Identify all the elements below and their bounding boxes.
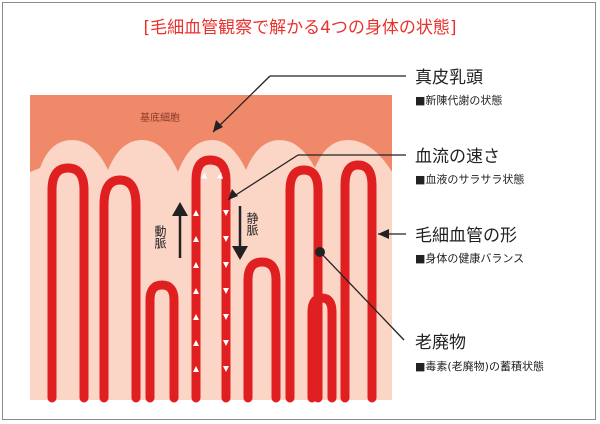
epidermis-layer	[30, 95, 392, 172]
vein-indicator: 静脈	[232, 206, 259, 260]
leader-arrowhead	[213, 120, 223, 132]
callout-detail: ■血液のサラサラ状態	[415, 172, 524, 186]
capillary-loop-main	[191, 155, 231, 403]
callout-detail: ■身体の健康バランス	[415, 251, 524, 265]
artery-label: 動脈	[153, 225, 167, 250]
artery-indicator: 動脈	[153, 202, 188, 258]
leader-arrowhead	[228, 189, 238, 200]
capillary-loop	[99, 175, 141, 403]
leader-arrowhead	[378, 229, 389, 239]
callout-heading: 真皮乳頭	[415, 68, 483, 88]
capillary-loop	[243, 257, 281, 403]
callout-heading: 老廃物	[415, 333, 466, 353]
capillary-loop	[340, 160, 377, 403]
callout-heading: 毛細血管の形	[415, 226, 517, 246]
callout-heading: 血流の速さ	[415, 147, 500, 167]
capillary-loop	[145, 280, 179, 403]
callout-detail: ■毒素(老廃物)の蓄積状態	[415, 359, 544, 373]
page-title: [毛細血管観察で解かる4つの身体の状態]	[143, 18, 456, 38]
capillary-loop	[307, 293, 337, 403]
flow-arrows	[193, 172, 229, 372]
epidermis-label: 基底細胞	[140, 111, 180, 124]
vein-label: 静脈	[245, 212, 259, 237]
capillary-loop	[285, 165, 323, 403]
capillary-loops	[47, 155, 377, 403]
capillary-loop	[47, 163, 89, 403]
callout-detail: ■新陳代謝の状態	[415, 93, 502, 107]
